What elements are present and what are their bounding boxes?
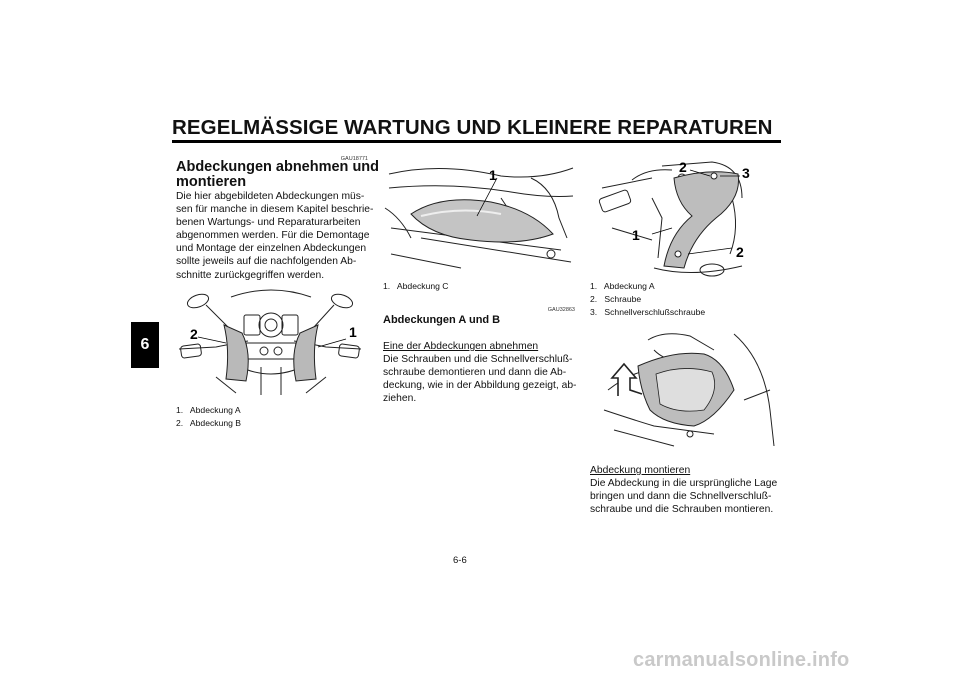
text-line: sollte jeweils auf die nachfolgenden Ab- — [176, 256, 357, 268]
caption-item: 2. Abdeckung B — [176, 418, 242, 428]
callout-label: 1 — [489, 167, 497, 183]
cover-screws-illustration: 2 3 1 2 — [598, 159, 750, 277]
caption-item: 1. Abdeckung A — [590, 281, 655, 291]
section-code: GAU18771 — [340, 156, 368, 162]
text-line: ziehen. — [383, 393, 417, 405]
callout-label: 1 — [349, 324, 357, 340]
section-heading-line: montieren — [176, 174, 247, 190]
text-line: Die hier abgebildeten Abdeckungen müs- — [176, 191, 365, 202]
chapter-tab: 6 — [131, 322, 159, 368]
caption-item: 1. Abdeckung C — [383, 281, 449, 291]
page-title: REGELMÄSSIGE WARTUNG UND KLEINERE REPARA… — [172, 116, 773, 139]
text-line: schraube demontieren und dann die Ab- — [383, 367, 567, 379]
text-line: abgenommen werden. Für die Demontage — [176, 230, 370, 242]
cockpit-illustration: 2 1 — [178, 289, 362, 395]
text-line: sen für manche in diesem Kapitel beschri… — [176, 204, 374, 216]
caption-item: 2. Schraube — [590, 294, 642, 304]
remove-instructions: Eine der Abdeckungen abnehmen Die Schrau… — [383, 340, 576, 405]
watermark: carmanualsonline.info — [633, 649, 850, 671]
intro-paragraph: Die hier abgebildeten Abdeckungen müs- s… — [176, 190, 373, 282]
seat-cover-illustration: 1 — [384, 167, 574, 269]
figure-caption: 1. Abdeckung C — [383, 280, 449, 293]
header-rule — [172, 140, 781, 143]
procedure-heading: Abdeckung montieren — [590, 465, 691, 476]
install-instructions: Abdeckung montieren Die Abdeckung in die… — [590, 464, 777, 516]
procedure-heading: Eine der Abdeckungen abnehmen — [383, 341, 539, 352]
callout-label: 3 — [742, 165, 750, 181]
text-line: deckung, wie in der Abbildung gezeigt, a… — [383, 380, 577, 392]
text-line: schraube und die Schrauben montieren. — [590, 504, 774, 516]
text-line: und Montage der einzelnen Abdeckungen — [176, 243, 367, 255]
subsection-heading: Abdeckungen A und B — [383, 314, 501, 326]
text-line: bringen und dann die Schnellverschluß- — [590, 491, 772, 503]
section-code: GAU32863 — [547, 307, 575, 313]
figure-caption: 1. Abdeckung A 2. Abdeckung B — [176, 404, 241, 430]
section-heading: Abdeckungen abnehmen und montieren — [176, 160, 379, 190]
callout-label: 2 — [190, 326, 198, 342]
section-heading-line: Abdeckungen abnehmen und — [176, 159, 380, 175]
text-line: schnitte zurückgegriffen werden. — [176, 269, 325, 281]
figure-caption: 1. Abdeckung A 2. Schraube 3. Schnellver… — [590, 280, 705, 319]
text-line: benen Wartungs- und Reparaturarbeiten — [176, 217, 361, 229]
cover-removal-illustration — [603, 333, 775, 447]
caption-item: 1. Abdeckung A — [176, 405, 241, 415]
text-line: Die Schrauben und die Schnellverschluß- — [383, 354, 573, 366]
caption-item: 3. Schnellverschlußschraube — [590, 307, 706, 317]
callout-label: 1 — [632, 227, 640, 243]
callout-label: 2 — [679, 159, 687, 175]
text-line: Die Abdeckung in die ursprüngliche Lage — [590, 478, 778, 490]
page-number: 6-6 — [453, 555, 467, 566]
callout-label: 2 — [736, 244, 744, 260]
